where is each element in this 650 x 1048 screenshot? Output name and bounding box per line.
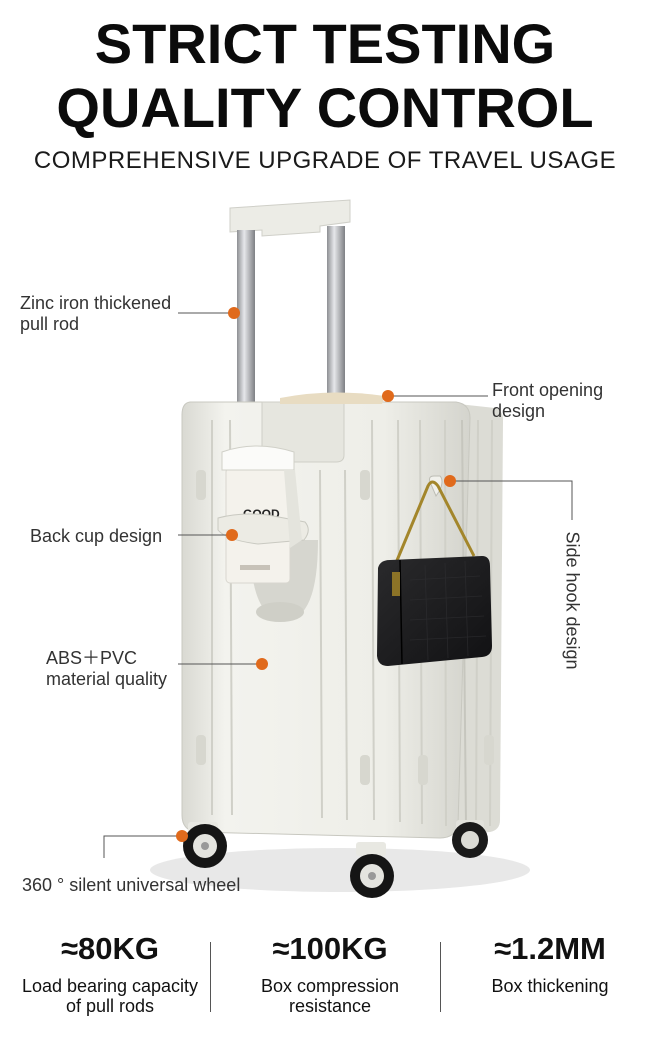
- suitcase-illustration: GOOD: [0, 190, 650, 920]
- pull-rod: [229, 199, 351, 436]
- handbag: [377, 556, 492, 666]
- dot-side-hook: [444, 475, 456, 487]
- stat-compression: ≈100KG Box compression resistance: [225, 930, 435, 1016]
- page-title-line2: QUALITY CONTROL: [56, 76, 594, 139]
- stat-value: ≈80KG: [61, 931, 159, 966]
- page-title-line1: STRICT TESTING: [94, 12, 556, 75]
- stat-pull-rod-capacity: ≈80KG Load bearing capacity of pull rods: [10, 930, 210, 1016]
- dot-pull-rod: [228, 307, 240, 319]
- stat-divider: [210, 942, 211, 1012]
- callout-side-hook: Side hook design: [562, 531, 583, 670]
- wheels: [183, 820, 488, 898]
- stat-value: ≈100KG: [272, 931, 388, 966]
- callout-dots: [176, 307, 456, 842]
- callout-lines: [103, 312, 573, 858]
- callout-back-cup: Back cup design: [30, 526, 163, 546]
- page-subtitle: COMPREHENSIVE UPGRADE OF TRAVEL USAGE: [33, 147, 617, 174]
- stat-description: Box compression resistance: [260, 976, 400, 1016]
- dot-material: [256, 658, 268, 670]
- dot-back-cup: [226, 529, 238, 541]
- floor-shadow: [150, 848, 530, 892]
- stat-divider: [440, 942, 441, 1012]
- callout-wheel: 360 ° silent universal wheel: [22, 875, 241, 895]
- dot-wheel: [176, 830, 188, 842]
- callout-front-opening: Front opening design: [492, 380, 604, 421]
- stat-description: Box thickening: [491, 976, 609, 996]
- callout-pull-rod: Zinc iron thickened pull rod: [20, 293, 172, 334]
- spec-stats: ≈80KG Load bearing capacity of pull rods…: [0, 930, 650, 1040]
- stat-description: Load bearing capacity of pull rods: [21, 976, 199, 1016]
- dot-front-opening: [382, 390, 394, 402]
- stat-value: ≈1.2MM: [494, 931, 606, 966]
- callout-material: ABS＋PVC material quality: [46, 648, 168, 689]
- stat-thickening: ≈1.2MM Box thickening: [455, 930, 645, 996]
- side-hook: [391, 475, 476, 571]
